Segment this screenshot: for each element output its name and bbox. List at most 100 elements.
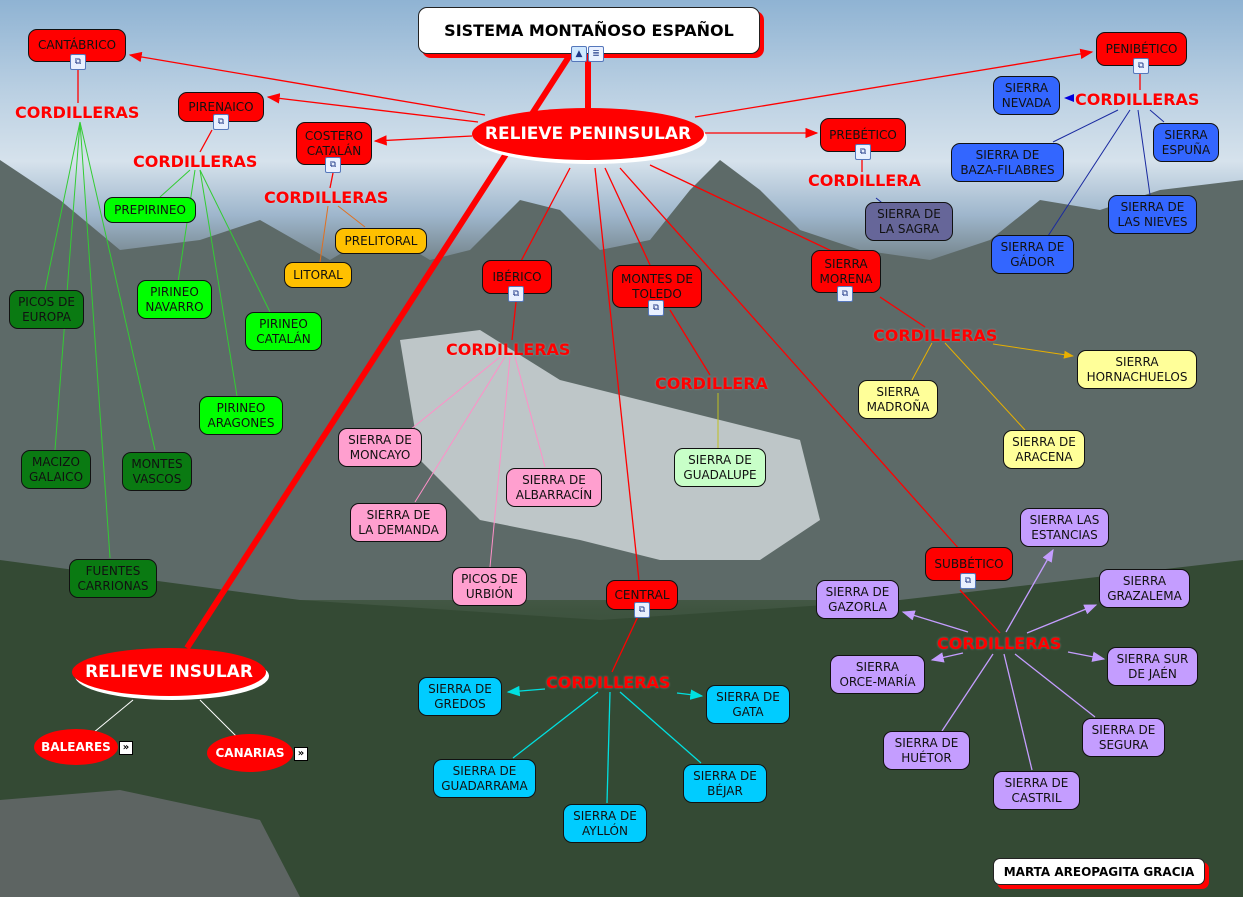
range-node[interactable]: SIERRA DE CASTRIL [993,771,1080,810]
range-node[interactable]: SIERRA DE GUADALUPE [674,448,766,487]
range-label: SIERRA MADROÑA [866,384,930,414]
range-label: PIRINEO NAVARRO [145,284,204,314]
canarias-label: CANARIAS [215,746,285,760]
range-label: SIERRA HORNACHUELOS [1086,354,1188,384]
range-label: MACIZO GALAICO [28,454,84,484]
range-label: SIERRA DE ARACENA [1012,434,1076,464]
range-node[interactable]: PICOS DE EUROPA [9,290,84,329]
system-sierra-morena[interactable]: SIERRA MORENA [811,250,881,293]
relieve-peninsular-label: RELIEVE PENINSULAR [484,124,692,144]
range-node[interactable]: SIERRA DE GATA [706,685,790,724]
range-node[interactable]: MONTES VASCOS [122,452,192,491]
range-label: SIERRA DE LAS NIEVES [1117,199,1188,229]
range-label: SIERRA DE ALBARRACÍN [515,472,593,502]
relieve-insular-node[interactable]: RELIEVE INSULAR [72,648,266,696]
system-costero-catalan[interactable]: COSTERO CATALÁN [296,122,372,165]
linking-phrase: CORDILLERAS [546,673,671,692]
range-label: SIERRA LAS ESTANCIAS [1029,512,1100,542]
range-label: PIRINEO CATALÁN [256,316,311,346]
submap-icon[interactable]: ⧉ [213,114,229,130]
range-node[interactable]: SIERRA DE GAZORLA [816,580,899,619]
baleares-node[interactable]: BALEARES [34,729,118,765]
author-box: MARTA AREOPAGITA GRACIA [993,858,1205,885]
linking-phrase: CORDILLERA [808,171,921,190]
range-node[interactable]: SIERRA DE LA SAGRA [865,202,953,241]
range-label: LITORAL [293,267,343,282]
range-node[interactable]: PIRINEO NAVARRO [137,280,212,319]
range-node[interactable]: SIERRA DE MONCAYO [338,428,422,467]
submap-icon[interactable]: ⧉ [855,144,871,160]
submap-icon[interactable]: ⧉ [837,286,853,302]
submap-icon[interactable]: ⧉ [648,300,664,316]
range-node[interactable]: SIERRA DE AYLLÓN [563,804,647,843]
image-resource-icon[interactable]: ▲ [571,46,587,62]
submap-icon[interactable]: ⧉ [634,602,650,618]
relieve-peninsular-node[interactable]: RELIEVE PENINSULAR [472,108,704,160]
range-node[interactable]: SIERRA DE GUADARRAMA [433,759,536,798]
range-node[interactable]: LITORAL [284,262,352,288]
range-node[interactable]: MACIZO GALAICO [21,450,91,489]
baleares-label: BALEARES [41,740,111,754]
range-node[interactable]: SIERRA NEVADA [993,76,1060,115]
range-label: MONTES VASCOS [131,456,183,486]
range-label: SIERRA GRAZALEMA [1107,573,1182,603]
linking-phrase: CORDILLERAS [1075,90,1200,109]
range-node[interactable]: SIERRA DE BÉJAR [683,764,767,803]
range-node[interactable]: SIERRA ESPUÑA [1153,123,1219,162]
linking-phrase: CORDILLERAS [446,340,571,359]
range-node[interactable]: PRELITORAL [335,228,427,254]
range-label: PRELITORAL [344,233,418,248]
range-node[interactable]: PICOS DE URBIÓN [452,567,527,606]
range-node[interactable]: SIERRA DE ALBARRACÍN [506,468,602,507]
range-node[interactable]: SIERRA SUR DE JAÉN [1107,647,1198,686]
system-label: PREBÉTICO [829,127,897,142]
range-node[interactable]: SIERRA DE BAZA-FILABRES [951,143,1064,182]
range-label: SIERRA DE GAZORLA [825,584,890,614]
linking-phrase: CORDILLERAS [264,188,389,207]
range-label: SIERRA DE LA SAGRA [877,206,941,236]
submap-icon[interactable]: ⧉ [960,573,976,589]
expand-icon[interactable]: » [294,747,308,761]
submap-icon[interactable]: ⧉ [508,286,524,302]
range-node[interactable]: SIERRA DE HUÉTOR [883,731,970,770]
system-label: SUBBÉTICO [934,556,1004,571]
range-node[interactable]: SIERRA HORNACHUELOS [1077,350,1197,389]
range-node[interactable]: SIERRA MADROÑA [858,380,938,419]
document-resource-icon[interactable]: ≣ [588,46,604,62]
expand-icon[interactable]: » [119,741,133,755]
canarias-node[interactable]: CANARIAS [207,734,293,772]
range-label: SIERRA DE HUÉTOR [894,735,959,765]
submap-icon[interactable]: ⧉ [70,54,86,70]
system-label: CANTÁBRICO [37,38,117,52]
submap-icon[interactable]: ⧉ [1133,58,1149,74]
range-node[interactable]: SIERRA ORCE-MARÍA [830,655,925,694]
range-label: PICOS DE EUROPA [18,294,75,324]
submap-icon[interactable]: ⧉ [325,157,341,173]
range-label: SIERRA SUR DE JAÉN [1116,651,1189,681]
linking-phrase: CORDILLERA [655,374,768,393]
range-label: SIERRA ORCE-MARÍA [839,659,916,689]
system-label: MONTES DE TOLEDO [621,271,693,301]
range-label: PREPIRINEO [114,202,186,217]
range-node[interactable]: SIERRA LAS ESTANCIAS [1020,508,1109,547]
range-label: SIERRA NEVADA [1001,80,1052,110]
range-node[interactable]: FUENTES CARRIONAS [69,559,157,598]
range-node[interactable]: SIERRA DE LAS NIEVES [1108,195,1197,234]
range-node[interactable]: SIERRA DE GREDOS [418,677,502,716]
range-node[interactable]: PIRINEO CATALÁN [245,312,322,351]
system-label: IBÉRICO [492,269,542,284]
range-node[interactable]: PREPIRINEO [104,197,196,223]
range-node[interactable]: SIERRA DE SEGURA [1082,718,1165,757]
range-node[interactable]: SIERRA DE LA DEMANDA [350,503,447,542]
range-label: SIERRA DE GREDOS [428,681,492,711]
range-node[interactable]: SIERRA DE ARACENA [1003,430,1085,469]
range-label: SIERRA DE AYLLÓN [573,808,637,838]
range-node[interactable]: SIERRA GRAZALEMA [1099,569,1190,608]
relieve-insular-label: RELIEVE INSULAR [85,662,253,682]
range-label: SIERRA DE BAZA-FILABRES [960,147,1055,177]
range-node[interactable]: PIRINEO ARAGONES [199,396,283,435]
author-name: MARTA AREOPAGITA GRACIA [1003,864,1195,879]
system-label: CENTRAL [614,587,670,602]
map-title-text: SISTEMA MONTAÑOSO ESPAÑOL [444,21,734,40]
range-node[interactable]: SIERRA DE GÁDOR [991,235,1074,274]
